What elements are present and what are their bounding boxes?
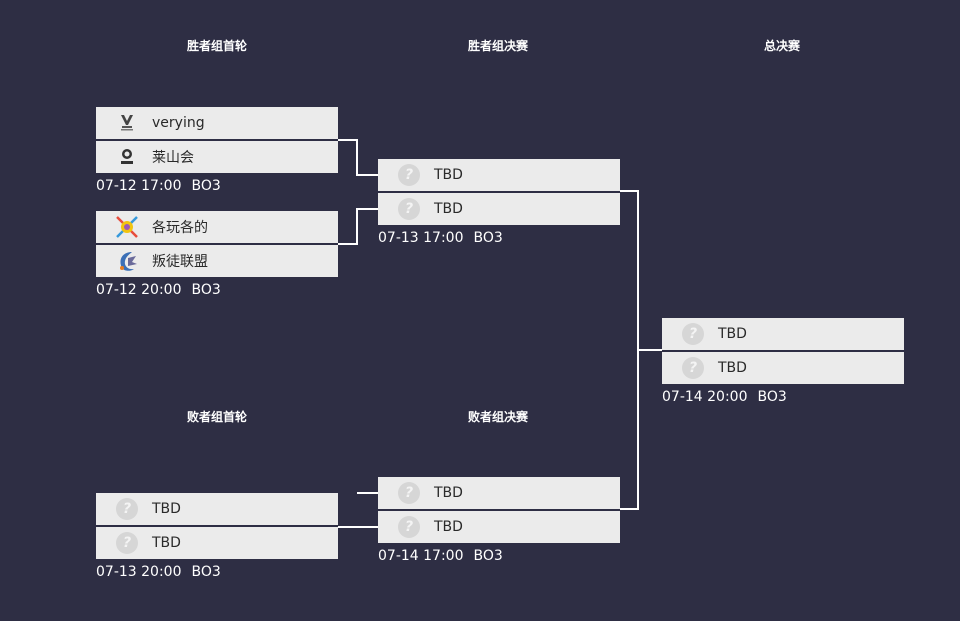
round-title-winners-r1: 胜者组首轮 [186, 39, 247, 53]
match-winners-final[interactable]: ? TBD ? TBD 07-13 17:00 BO3 [378, 159, 620, 246]
team-name: TBD [434, 519, 463, 535]
question-icon: ? [396, 196, 422, 222]
match-winners-r1-a[interactable]: verying 莱山会 07-12 17:00 BO3 [96, 107, 338, 194]
match-info: 07-13 20:00 BO3 [96, 564, 338, 580]
match-winners-r1-b[interactable]: 各玩各的 叛徒联盟 07-12 20:00 BO3 [96, 211, 338, 298]
match-format: BO3 [191, 564, 221, 580]
match-time: 07-12 20:00 [96, 282, 182, 298]
match-format: BO3 [191, 178, 221, 194]
team-slot[interactable]: 莱山会 [96, 141, 338, 173]
team-name: TBD [434, 485, 463, 501]
team-slot[interactable]: ? TBD [378, 477, 620, 509]
team-name: TBD [434, 167, 463, 183]
team-name: TBD [152, 501, 181, 517]
gewangede-logo-icon [114, 214, 140, 240]
question-icon: ? [680, 355, 706, 381]
verying-logo-icon [114, 110, 140, 136]
match-format: BO3 [473, 548, 503, 564]
match-info: 07-14 20:00 BO3 [662, 389, 904, 405]
question-icon: ? [396, 162, 422, 188]
round-title-losers-r1: 败者组首轮 [186, 410, 247, 424]
team-slot[interactable]: verying [96, 107, 338, 139]
team-name: TBD [718, 360, 747, 376]
team-slot[interactable]: ? TBD [378, 193, 620, 225]
match-info: 07-14 17:00 BO3 [378, 548, 620, 564]
match-time: 07-14 17:00 [378, 548, 464, 564]
match-time: 07-14 20:00 [662, 389, 748, 405]
match-format: BO3 [757, 389, 787, 405]
team-name: TBD [434, 201, 463, 217]
team-slot[interactable]: 各玩各的 [96, 211, 338, 243]
team-slot[interactable]: ? TBD [96, 493, 338, 525]
round-title-losers-final: 败者组决赛 [467, 410, 528, 424]
laishanhui-logo-icon [114, 144, 140, 170]
team-name: TBD [152, 535, 181, 551]
team-slot[interactable]: ? TBD [662, 318, 904, 350]
match-losers-r1[interactable]: ? TBD ? TBD 07-13 20:00 BO3 [96, 493, 338, 580]
match-grand-final[interactable]: ? TBD ? TBD 07-14 20:00 BO3 [662, 318, 904, 405]
question-icon: ? [396, 514, 422, 540]
match-format: BO3 [473, 230, 503, 246]
pantulianmeng-logo-icon [114, 248, 140, 274]
question-icon: ? [680, 321, 706, 347]
team-slot[interactable]: ? TBD [378, 511, 620, 543]
match-info: 07-12 17:00 BO3 [96, 178, 338, 194]
match-time: 07-13 17:00 [378, 230, 464, 246]
match-format: BO3 [191, 282, 221, 298]
question-icon: ? [114, 530, 140, 556]
team-name: verying [152, 115, 205, 131]
team-name: 莱山会 [152, 150, 194, 166]
team-name: 叛徒联盟 [152, 254, 208, 270]
team-slot[interactable]: 叛徒联盟 [96, 245, 338, 277]
team-name: 各玩各的 [152, 220, 208, 236]
round-title-winners-final: 胜者组决赛 [467, 39, 528, 53]
match-info: 07-13 17:00 BO3 [378, 230, 620, 246]
team-slot[interactable]: ? TBD [378, 159, 620, 191]
question-icon: ? [396, 480, 422, 506]
match-losers-final[interactable]: ? TBD ? TBD 07-14 17:00 BO3 [378, 477, 620, 564]
question-icon: ? [114, 496, 140, 522]
match-time: 07-13 20:00 [96, 564, 182, 580]
match-info: 07-12 20:00 BO3 [96, 282, 338, 298]
team-slot[interactable]: ? TBD [96, 527, 338, 559]
match-time: 07-12 17:00 [96, 178, 182, 194]
team-slot[interactable]: ? TBD [662, 352, 904, 384]
team-name: TBD [718, 326, 747, 342]
round-title-grand-final: 总决赛 [763, 39, 800, 53]
